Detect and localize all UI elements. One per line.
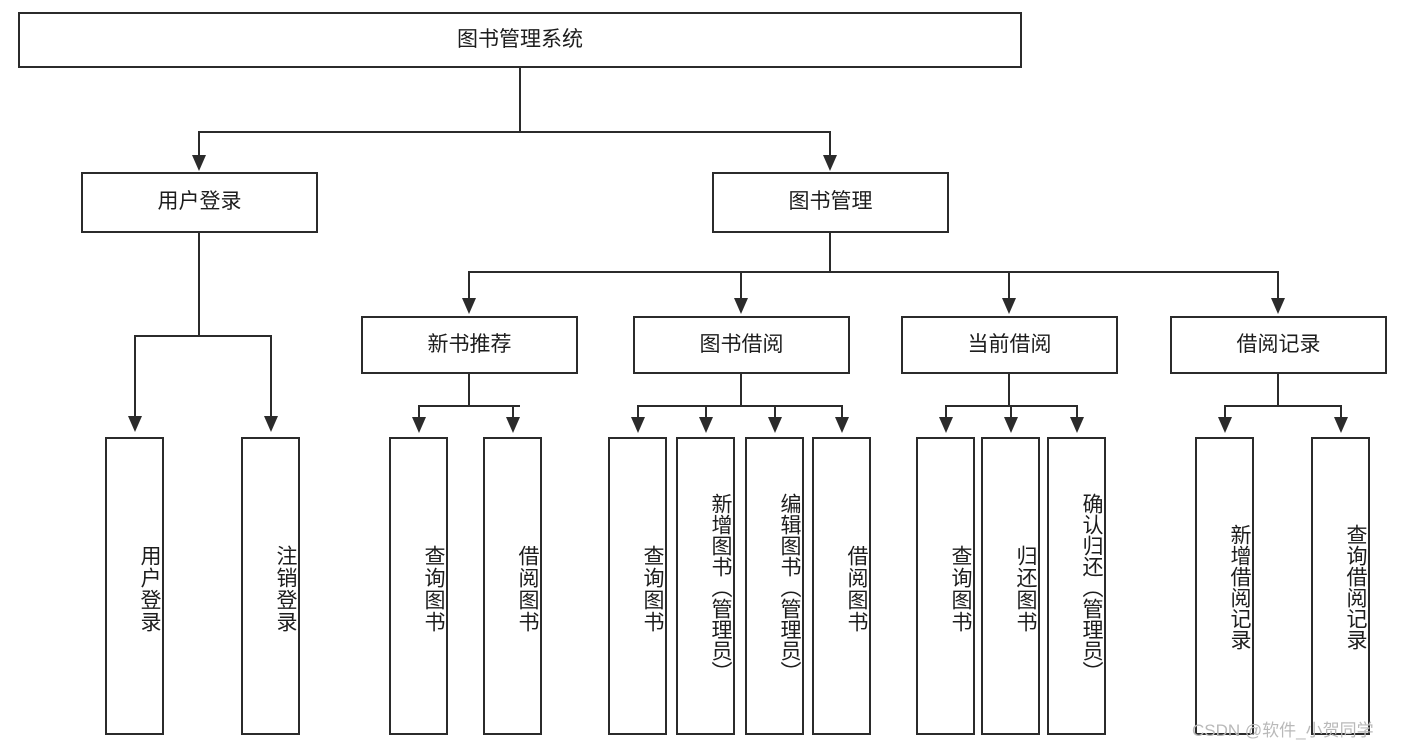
node-label: 当前借阅 xyxy=(967,332,1052,356)
node-label: 编辑图书（管理员） xyxy=(778,492,801,682)
edge-cb-to-leaf-3 xyxy=(1076,405,1078,418)
edge-bm-to-borrow-record xyxy=(1277,271,1279,299)
node-label: 归还图书 xyxy=(1014,545,1037,633)
arrow-cb-to-leaf-2 xyxy=(1004,417,1018,433)
edge-new-book-stem xyxy=(468,374,470,405)
arrow-new-book-to-leaf-1 xyxy=(412,417,426,433)
arrow-br-to-leaf-1 xyxy=(1218,417,1232,433)
node-label: 新书推荐 xyxy=(427,332,512,356)
edge-borrow-record-stem xyxy=(1277,374,1279,405)
edge-user-login-fanbar xyxy=(134,335,272,337)
edge-new-book-fanbar xyxy=(418,405,520,407)
edge-book-borrow-stem xyxy=(740,374,742,405)
node-label: 用户登录 xyxy=(157,190,242,214)
node-label: 用户登录 xyxy=(138,545,161,633)
node-leaf-borrow-book-2[interactable]: 借阅图书 xyxy=(812,437,871,735)
edge-book-management-stem xyxy=(829,233,831,271)
arrow-bm-to-new-book xyxy=(462,298,476,314)
node-leaf-edit-book[interactable]: 编辑图书（管理员） xyxy=(745,437,804,735)
node-book-borrow[interactable]: 图书借阅 xyxy=(633,316,850,374)
node-borrow-record[interactable]: 借阅记录 xyxy=(1170,316,1387,374)
node-new-book-recommend[interactable]: 新书推荐 xyxy=(361,316,578,374)
edge-bb-to-leaf-4 xyxy=(841,405,843,418)
edge-bm-to-new-book xyxy=(468,271,470,299)
arrow-root-to-user-login xyxy=(192,155,206,171)
edge-book-management-fanbar xyxy=(468,271,1279,273)
node-leaf-add-book[interactable]: 新增图书（管理员） xyxy=(676,437,735,735)
edge-bb-to-leaf-1 xyxy=(637,405,639,418)
node-label: 查询借阅记录 xyxy=(1344,524,1367,650)
edge-user-login-to-leaf-1 xyxy=(134,335,136,417)
arrow-bm-to-current-borrow xyxy=(1002,298,1016,314)
edge-cb-to-leaf-2 xyxy=(1010,405,1012,418)
node-leaf-query-record[interactable]: 查询借阅记录 xyxy=(1311,437,1370,735)
node-label: 查询图书 xyxy=(641,545,664,633)
edge-user-login-to-leaf-2 xyxy=(270,335,272,417)
watermark: CSDN @软件_小贺同学 xyxy=(1192,721,1374,740)
edge-br-to-leaf-1 xyxy=(1224,405,1226,418)
edge-book-borrow-fanbar xyxy=(637,405,843,407)
node-label: 新增借阅记录 xyxy=(1228,524,1251,650)
edge-current-borrow-stem xyxy=(1008,374,1010,405)
arrow-new-book-to-leaf-2 xyxy=(506,417,520,433)
edge-root-fanbar xyxy=(198,131,831,133)
arrow-br-to-leaf-2 xyxy=(1334,417,1348,433)
arrow-bb-to-leaf-2 xyxy=(699,417,713,433)
node-label: 借阅记录 xyxy=(1236,332,1321,356)
node-leaf-logout-login[interactable]: 注销登录 xyxy=(241,437,300,735)
edge-bb-to-leaf-3 xyxy=(774,405,776,418)
node-label: 确认归还（管理员） xyxy=(1080,492,1103,682)
node-label: 查询图书 xyxy=(422,545,445,633)
edge-new-book-to-leaf-2 xyxy=(512,405,514,418)
edge-br-to-leaf-2 xyxy=(1340,405,1342,418)
arrow-user-login-to-leaf-2 xyxy=(264,416,278,432)
node-leaf-user-login[interactable]: 用户登录 xyxy=(105,437,164,735)
arrow-user-login-to-leaf-1 xyxy=(128,416,142,432)
node-book-management[interactable]: 图书管理 xyxy=(712,172,949,233)
node-label: 查询图书 xyxy=(949,545,972,633)
arrow-bb-to-leaf-1 xyxy=(631,417,645,433)
arrow-cb-to-leaf-1 xyxy=(939,417,953,433)
edge-root-stem xyxy=(519,68,521,131)
node-root-book-management-system[interactable]: 图书管理系统 xyxy=(18,12,1022,68)
node-leaf-add-record[interactable]: 新增借阅记录 xyxy=(1195,437,1254,735)
arrow-bb-to-leaf-4 xyxy=(835,417,849,433)
arrow-bm-to-book-borrow xyxy=(734,298,748,314)
node-label: 图书借阅 xyxy=(699,332,784,356)
edge-bm-to-current-borrow xyxy=(1008,271,1010,299)
arrow-bm-to-borrow-record xyxy=(1271,298,1285,314)
node-label: 借阅图书 xyxy=(845,545,868,633)
node-label: 图书管理系统 xyxy=(457,27,583,51)
arrow-root-to-book-management xyxy=(823,155,837,171)
arrow-cb-to-leaf-3 xyxy=(1070,417,1084,433)
node-label: 新增图书（管理员） xyxy=(709,492,732,682)
edge-bm-to-book-borrow xyxy=(740,271,742,299)
node-label: 图书管理 xyxy=(788,190,873,214)
node-label: 借阅图书 xyxy=(516,545,539,633)
node-leaf-borrow-book-1[interactable]: 借阅图书 xyxy=(483,437,542,735)
edge-root-to-user-login xyxy=(198,131,200,156)
node-label: 注销登录 xyxy=(274,545,297,633)
arrow-bb-to-leaf-3 xyxy=(768,417,782,433)
edge-bb-to-leaf-2 xyxy=(705,405,707,418)
node-leaf-query-book-1[interactable]: 查询图书 xyxy=(389,437,448,735)
edge-new-book-to-leaf-1 xyxy=(418,405,420,418)
node-current-borrow[interactable]: 当前借阅 xyxy=(901,316,1118,374)
node-leaf-query-book-3[interactable]: 查询图书 xyxy=(916,437,975,735)
edge-user-login-stem xyxy=(198,233,200,335)
edge-root-to-book-management xyxy=(829,131,831,156)
node-leaf-return-book[interactable]: 归还图书 xyxy=(981,437,1040,735)
edge-borrow-record-fanbar xyxy=(1224,405,1342,407)
node-user-login[interactable]: 用户登录 xyxy=(81,172,318,233)
node-leaf-confirm-return[interactable]: 确认归还（管理员） xyxy=(1047,437,1106,735)
edge-cb-to-leaf-1 xyxy=(945,405,947,418)
node-leaf-query-book-2[interactable]: 查询图书 xyxy=(608,437,667,735)
